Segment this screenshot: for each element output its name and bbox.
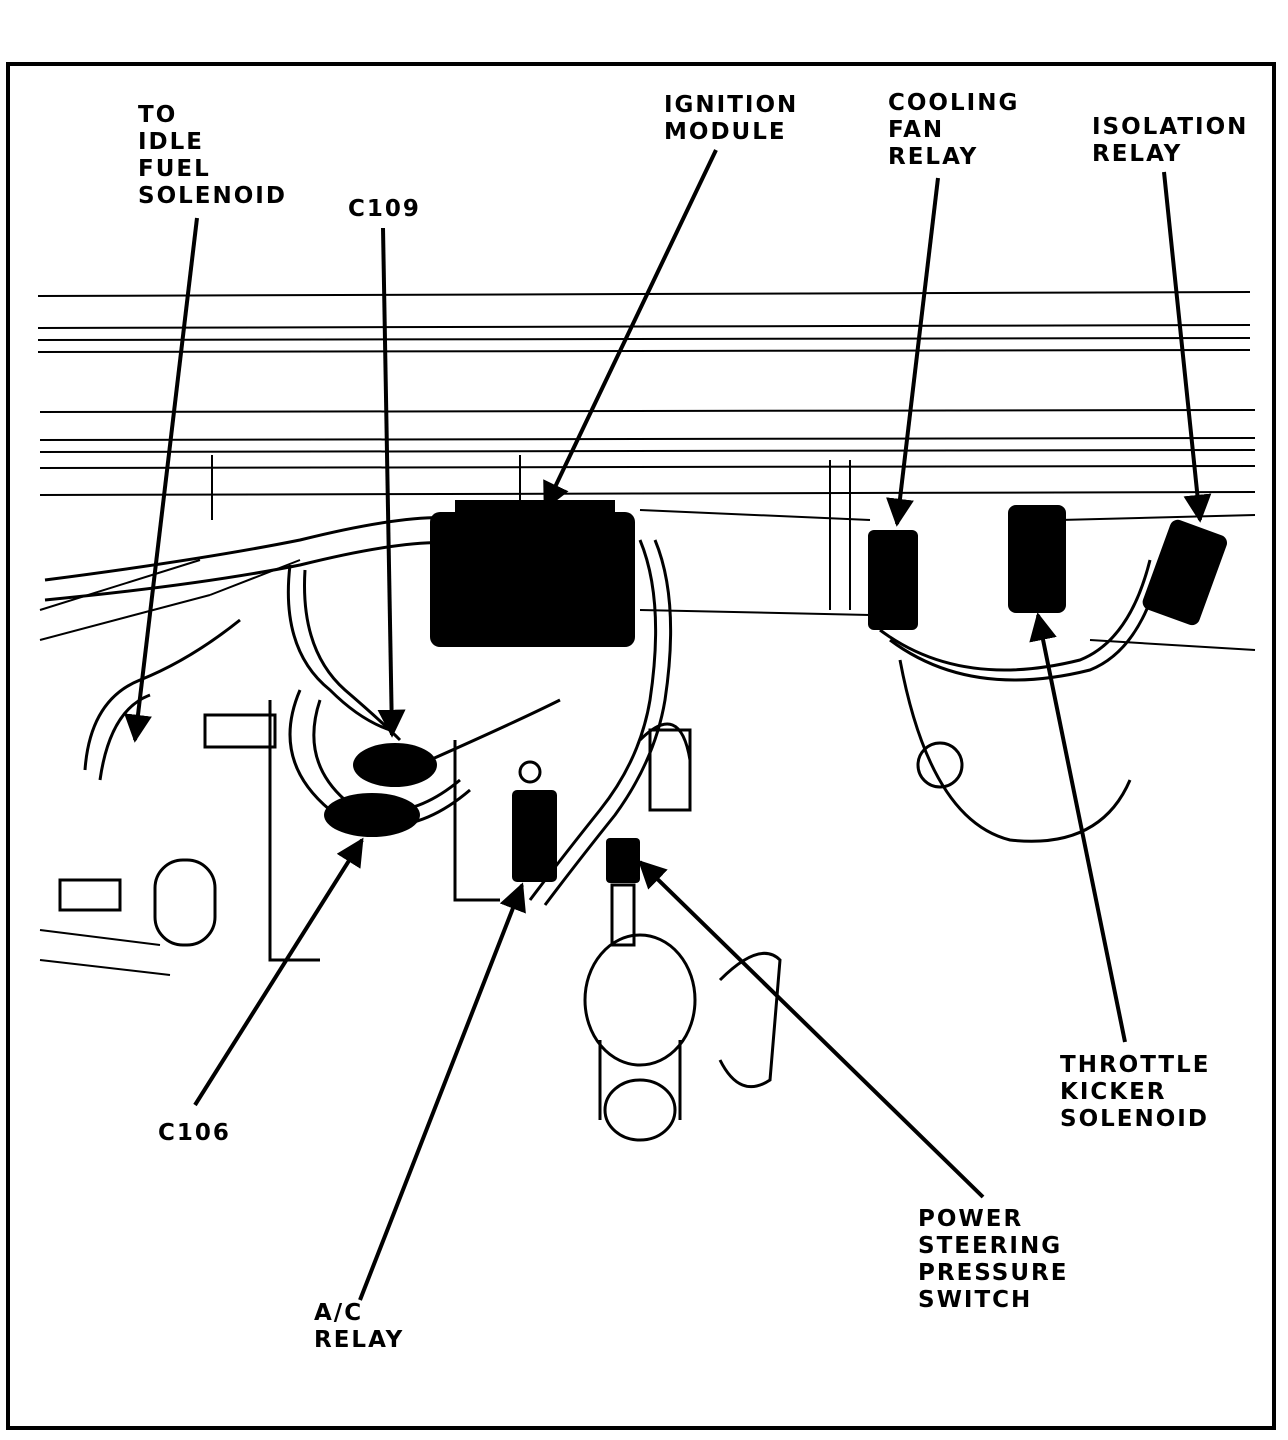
arrow-ignition-module <box>543 149 718 511</box>
power-steering-pump-shape <box>583 883 782 1142</box>
label-power-steering-pressure-switch: POWER STEERING PRESSURE SWITCH <box>918 1206 1069 1313</box>
arrow-c106 <box>193 837 364 1107</box>
cooling-fan-relay-shape <box>868 530 918 630</box>
label-ac-relay: A/C RELAY <box>314 1300 405 1353</box>
c109-connector-shape <box>353 743 437 787</box>
throttle-kicker-solenoid-shape <box>1008 505 1066 613</box>
arrow-ac-relay <box>358 882 526 1301</box>
label-c106: C106 <box>158 1120 231 1146</box>
label-throttle-kicker-solenoid: THROTTLE KICKER SOLENOID <box>1060 1052 1211 1132</box>
bracketry <box>58 659 1132 962</box>
leader-arrows <box>124 149 1212 1301</box>
c106-connector-shape <box>324 793 420 837</box>
arrow-idle-fuel-solenoid <box>124 217 199 743</box>
ac-relay-shape <box>512 790 557 882</box>
label-ignition-module: IGNITION MODULE <box>664 92 799 145</box>
arrow-power-steering-switch <box>637 860 985 1199</box>
body-panel-lines <box>37 291 1256 976</box>
arrow-c109 <box>377 227 406 738</box>
label-idle-fuel-solenoid: TO IDLE FUEL SOLENOID <box>138 102 287 209</box>
arrow-isolation-relay <box>1162 171 1212 523</box>
power-steering-switch-shape <box>606 838 640 883</box>
arrow-cooling-fan-relay <box>886 177 940 527</box>
diagram-border <box>6 62 1276 1430</box>
arrow-throttle-kicker-solenoid <box>1029 612 1127 1043</box>
label-c109: C109 <box>348 196 421 222</box>
label-cooling-fan-relay: COOLING FAN RELAY <box>888 90 1020 170</box>
ignition-module-shape <box>430 500 635 647</box>
isolation-relay-shape <box>1142 519 1228 626</box>
label-isolation-relay: ISOLATION RELAY <box>1092 114 1249 167</box>
